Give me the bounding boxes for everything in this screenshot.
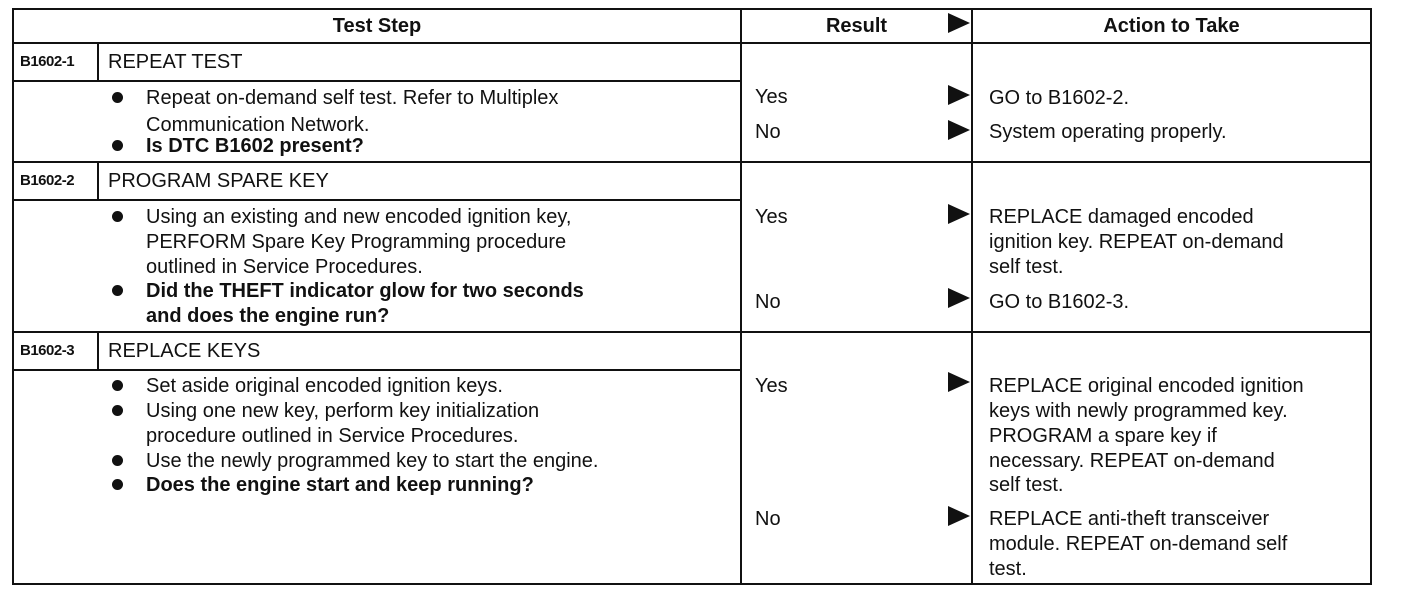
bullet-icon: [112, 92, 123, 103]
action-text: ignition key. REPEAT on-demand: [989, 231, 1284, 253]
arrow-icon: [948, 120, 970, 140]
row-divider-2: [12, 331, 1372, 333]
action-text: module. REPEAT on-demand self: [989, 533, 1288, 555]
result-no: No: [755, 291, 781, 313]
header-arrow-icon: [948, 13, 970, 33]
arrow-icon: [948, 288, 970, 308]
arrow-icon: [948, 85, 970, 105]
header-divider: [12, 42, 1372, 44]
bullet-icon: [112, 455, 123, 466]
action-text: test.: [989, 558, 1027, 580]
arrow-icon: [948, 372, 970, 392]
bullet-text: Use the newly programmed key to start th…: [146, 450, 599, 472]
bullet-question: Did the THEFT indicator glow for two sec…: [146, 280, 584, 302]
table-border-left: [12, 8, 14, 585]
bullet-icon: [112, 479, 123, 490]
step-title-underline-1: [12, 80, 740, 82]
bullet-question: and does the engine run?: [146, 305, 390, 327]
table-border-top: [12, 8, 1372, 10]
header-action: Action to Take: [1103, 15, 1240, 37]
bullet-text: PERFORM Spare Key Programming procedure: [146, 231, 567, 253]
action-text: REPLACE damaged encoded: [989, 206, 1254, 228]
column-divider-result: [740, 8, 742, 585]
bullet-icon: [112, 405, 123, 416]
step-id-divider-2: [97, 163, 99, 200]
bullet-icon: [112, 285, 123, 296]
result-yes: Yes: [755, 206, 788, 228]
action-text: REPLACE anti-theft transceiver: [989, 508, 1270, 530]
bullet-icon: [112, 380, 123, 391]
bullet-icon: [112, 140, 123, 151]
bullet-text: Communication Network.: [146, 114, 370, 136]
step-id: B1602-1: [20, 53, 75, 70]
table-border-bottom: [12, 583, 1372, 585]
action-text: self test.: [989, 474, 1064, 496]
action-text: GO to B1602-2.: [989, 87, 1130, 109]
arrow-icon: [948, 204, 970, 224]
action-text: necessary. REPEAT on-demand: [989, 450, 1275, 472]
result-yes: Yes: [755, 86, 788, 108]
header-result: Result: [825, 15, 888, 37]
step-id: B1602-2: [20, 172, 75, 189]
step-title: PROGRAM SPARE KEY: [108, 170, 329, 192]
step-title-underline-2: [12, 199, 740, 201]
step-id-divider-1: [97, 44, 99, 81]
bullet-text: Set aside original encoded ignition keys…: [146, 375, 503, 397]
bullet-text: Repeat on-demand self test. Refer to Mul…: [146, 87, 559, 109]
table-border-right: [1370, 8, 1372, 585]
action-text: GO to B1602-3.: [989, 291, 1130, 313]
bullet-text: Using one new key, perform key initializ…: [146, 400, 540, 422]
row-divider-1: [12, 161, 1372, 163]
bullet-text: procedure outlined in Service Procedures…: [146, 425, 519, 447]
bullet-text: Using an existing and new encoded igniti…: [146, 206, 572, 228]
result-yes: Yes: [755, 375, 788, 397]
step-id-divider-3: [97, 333, 99, 370]
bullet-question: Is DTC B1602 present?: [146, 135, 364, 157]
action-text: PROGRAM a spare key if: [989, 425, 1217, 447]
action-text: self test.: [989, 256, 1064, 278]
result-no: No: [755, 121, 781, 143]
step-title: REPLACE KEYS: [108, 340, 261, 362]
header-test-step: Test Step: [332, 15, 422, 37]
action-text: System operating properly.: [989, 121, 1227, 143]
column-divider-action: [971, 8, 973, 585]
bullet-text: outlined in Service Procedures.: [146, 256, 423, 278]
step-id: B1602-3: [20, 342, 75, 359]
result-no: No: [755, 508, 781, 530]
action-text: keys with newly programmed key.: [989, 400, 1288, 422]
bullet-question: Does the engine start and keep running?: [146, 474, 534, 496]
bullet-icon: [112, 211, 123, 222]
arrow-icon: [948, 506, 970, 526]
action-text: REPLACE original encoded ignition: [989, 375, 1304, 397]
step-title-underline-3: [12, 369, 740, 371]
step-title: REPEAT TEST: [108, 51, 243, 73]
